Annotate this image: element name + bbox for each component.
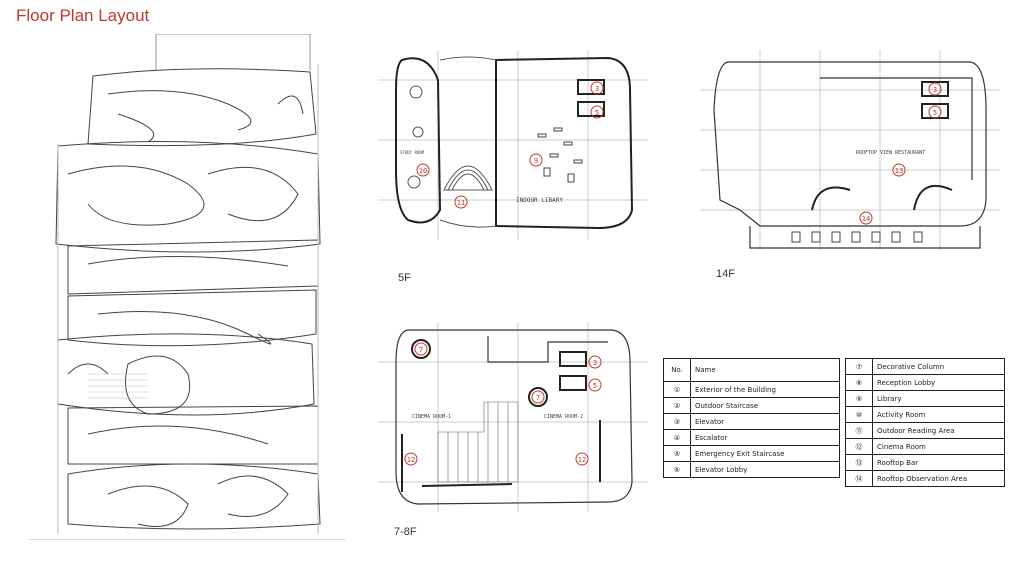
building-elevation: [28, 34, 346, 540]
cinema-room-2-label: CINEMA ROOM-2: [544, 414, 583, 420]
legend-no: ⑧: [845, 374, 873, 391]
floor-14f-plan: ROOFTOP VIEW RESTAURANT 3 5 13 14: [700, 50, 1000, 250]
floor-5f-plan: STUDY ROOM INDOOR LIBARY 3 5 9 10 11: [378, 50, 648, 240]
marker-elevator: 3: [933, 86, 937, 94]
legend-name: Library: [872, 390, 1005, 407]
legend-header-no: No.: [663, 358, 691, 382]
marker-bar: 13: [895, 167, 903, 175]
legend-header-name: Name: [690, 358, 840, 382]
legend-name: Exterior of the Building: [690, 381, 840, 398]
indoor-library-label: INDOOR LIBARY: [516, 197, 563, 204]
study-room-label: STUDY ROOM: [400, 150, 425, 155]
marker-column-a: 7: [419, 346, 423, 354]
legend-no: ②: [663, 397, 691, 414]
legend-no: ⑩: [845, 406, 873, 423]
legend-name: Decorative Column: [872, 358, 1005, 375]
legend-name: Emergency Exit Staircase: [690, 445, 840, 462]
marker-column-b: 7: [536, 394, 540, 402]
legend-no: ⑫: [845, 438, 873, 455]
page-title: Floor Plan Layout: [16, 6, 150, 25]
marker-observation: 14: [862, 215, 870, 223]
cinema-room-1-label: CINEMA ROOM-1: [412, 414, 451, 420]
legend-header-row: No. Name: [663, 358, 840, 382]
marker-stair: 5: [595, 109, 599, 117]
marker-elevator: 3: [595, 85, 599, 93]
legend-no: ③: [663, 413, 691, 430]
legend-name: Rooftop Observation Area: [872, 470, 1005, 487]
restaurant-label: ROOFTOP VIEW RESTAURANT: [856, 150, 925, 156]
legend-name: Cinema Room: [872, 438, 1005, 455]
legend-name: Reception Lobby: [872, 374, 1005, 391]
legend-name: Elevator Lobby: [690, 461, 840, 478]
legend-no: ④: [663, 429, 691, 446]
legend-no: ⑬: [845, 454, 873, 471]
marker-elevator: 3: [593, 359, 597, 367]
legend-no: ⑦: [845, 358, 873, 375]
floor-5f-caption: 5F: [398, 272, 411, 284]
marker-cinema-a: 12: [407, 456, 415, 464]
legend-name: Outdoor Staircase: [690, 397, 840, 414]
legend-no: ⑨: [845, 390, 873, 407]
marker-stair: 5: [933, 109, 937, 117]
marker-study: 10: [419, 167, 427, 175]
legend-name: Activity Room: [872, 406, 1005, 423]
marker-cinema-b: 12: [578, 456, 586, 464]
legend-no: ⑤: [663, 445, 691, 462]
floor-7-8f-caption: 7-8F: [394, 526, 417, 538]
marker-library: 9: [534, 157, 538, 165]
floor-14f-caption: 14F: [716, 268, 735, 280]
legend-name: Rooftop Bar: [872, 454, 1005, 471]
legend-name: Escalator: [690, 429, 840, 446]
legend-name: Outdoor Reading Area: [872, 422, 1005, 439]
legend-no: ⑭: [845, 470, 873, 487]
floor-7-8f-plan: CINEMA ROOM-1 CINEMA ROOM-2 7 7 3 5 12 1…: [378, 322, 648, 512]
legend-no: ⑪: [845, 422, 873, 439]
marker-stair: 5: [593, 382, 597, 390]
legend-no: ⑥: [663, 461, 691, 478]
legend-name: Elevator: [690, 413, 840, 430]
marker-reading: 11: [457, 199, 465, 207]
legend-no: ①: [663, 381, 691, 398]
